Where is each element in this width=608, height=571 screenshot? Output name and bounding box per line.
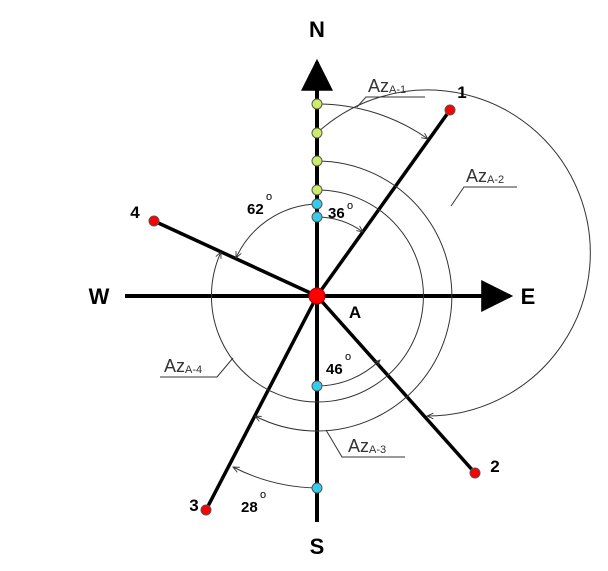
az-label-a-2: AzA-2 [466,166,504,186]
ray-a-1 [315,108,452,298]
south-bearing-tick-1 [311,380,323,392]
ray-a-4 [153,219,318,298]
north-tick-1 [311,98,323,110]
angle-label-28: 28 [241,499,258,516]
point-label-4: 4 [130,203,140,222]
angle-label-62: 62 [247,201,264,218]
center-marker-a [308,287,326,305]
point-marker-1 [444,104,456,116]
arc-az-a-2 [316,89,591,416]
point-label-3: 3 [189,496,198,515]
cardinal-west: W [89,284,110,309]
leader-az-a-3 [325,429,405,458]
point-marker-2 [469,467,481,479]
angle-degree-28: o [260,489,266,501]
center-label: A [349,303,361,322]
ray-a-3 [204,295,319,511]
angle-label-46: 46 [326,361,343,378]
leader-az-a-4 [160,357,234,378]
arc-az-a-4 [210,189,424,403]
point-marker-4 [148,215,160,227]
angle-label-36: 36 [328,205,345,222]
north-bearing-tick-1 [311,198,323,210]
cardinal-north: N [309,17,325,42]
angle-degree-46: o [345,351,351,363]
arc-angle-46 [316,360,380,387]
arc-angle-28 [233,467,318,489]
ray-a-2 [315,294,477,475]
az-label-a-1: AzA-1 [368,76,406,96]
angle-degree-62: o [266,191,272,203]
cardinal-south: S [310,534,325,559]
south-bearing-tick-2 [311,482,323,494]
north-tick-3 [311,155,323,167]
arc-angle-62 [236,203,318,258]
angle-degree-36: o [347,200,353,212]
cardinal-east: E [521,284,536,309]
point-marker-3 [200,504,212,516]
leader-az-a-1 [356,96,425,108]
north-tick-2 [311,127,323,139]
arc-az-a-3 [255,160,453,432]
north-tick-4 [311,184,323,196]
point-label-2: 2 [490,457,499,476]
point-label-1: 1 [457,83,466,102]
north-bearing-tick-2 [311,211,323,223]
az-label-a-3: AzA-3 [348,436,386,456]
arc-az-a-1 [316,103,428,139]
leader-az-a-2 [450,186,517,207]
az-label-a-4: AzA-4 [164,356,202,376]
